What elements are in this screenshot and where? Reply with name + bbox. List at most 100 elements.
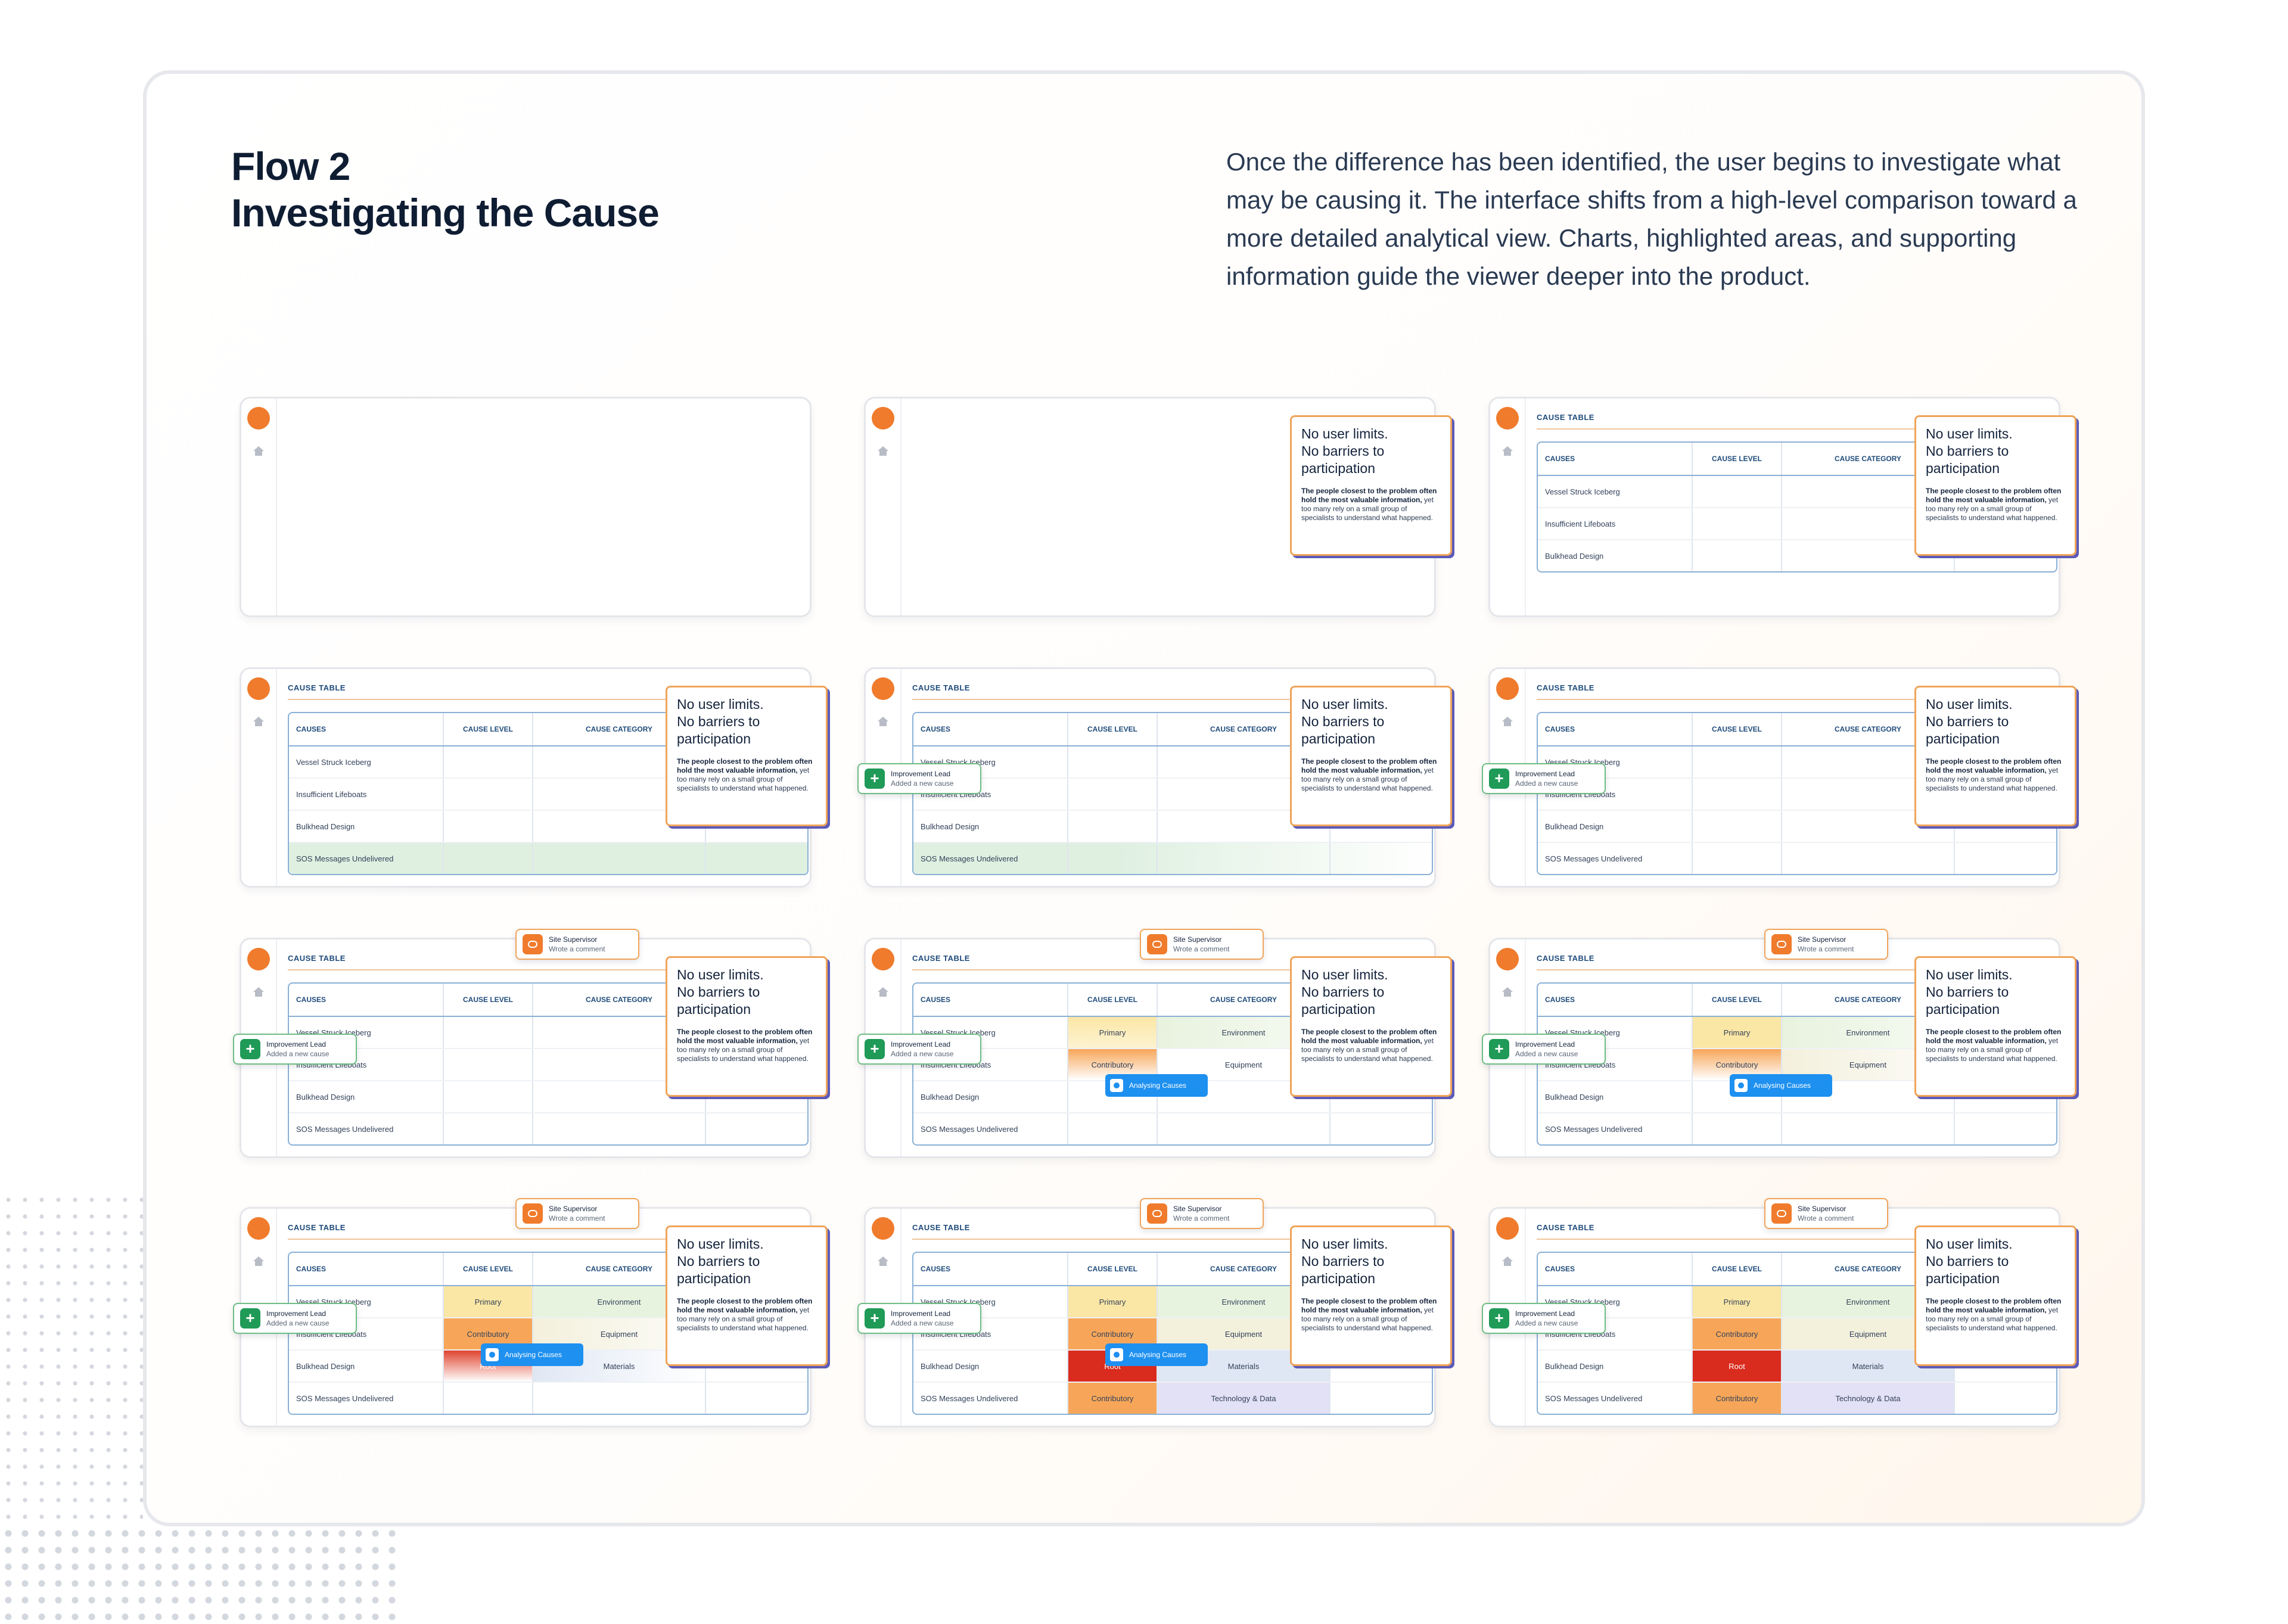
app-logo[interactable] [1496, 948, 1519, 970]
app-logo[interactable] [872, 1217, 894, 1240]
table-row[interactable]: Bulkhead Design [1538, 811, 2056, 843]
cause-cell[interactable]: Bulkhead Design [1538, 540, 1693, 571]
header-cell[interactable]: CAUSES [1538, 443, 1693, 475]
cause-level-cell[interactable] [1068, 811, 1158, 842]
header-cell[interactable]: CAUSES [1538, 984, 1693, 1016]
cause-cell[interactable]: Bulkhead Design [289, 811, 444, 842]
cause-cell[interactable]: Bulkhead Design [913, 811, 1068, 842]
home-icon[interactable] [878, 1256, 888, 1266]
cause-level-cell[interactable]: Primary [444, 1286, 533, 1317]
cause-cell[interactable]: SOS Messages Undelivered [913, 843, 1068, 874]
header-cell[interactable]: CAUSE LEVEL [1068, 713, 1158, 745]
analysing-causes-badge[interactable]: Analysing Causes [1730, 1074, 1832, 1097]
cause-cell[interactable]: SOS Messages Undelivered [1538, 1383, 1693, 1414]
cause-cell[interactable]: Insufficient Lifeboats [289, 779, 444, 810]
table-row[interactable]: SOS Messages Undelivered [1538, 1113, 2056, 1144]
cause-cell[interactable]: SOS Messages Undelivered [1538, 1113, 1693, 1144]
cause-level-cell[interactable] [1693, 1081, 1782, 1112]
cause-level-cell[interactable] [444, 779, 533, 810]
header-cell[interactable]: CAUSE LEVEL [1693, 443, 1782, 475]
cause-cell[interactable]: SOS Messages Undelivered [913, 1113, 1068, 1144]
cause-level-cell[interactable] [1068, 843, 1158, 874]
cause-level-cell[interactable] [1693, 508, 1782, 539]
cause-cell[interactable]: Bulkhead Design [1538, 811, 1693, 842]
header-cell[interactable]: CAUSES [289, 713, 444, 745]
table-row[interactable]: Bulkhead Design [1538, 1081, 2056, 1113]
app-logo[interactable] [1496, 1217, 1519, 1240]
cause-cell[interactable]: Bulkhead Design [913, 1081, 1068, 1112]
app-logo[interactable] [247, 1217, 270, 1240]
table-row[interactable]: Bulkhead Design [913, 1081, 1432, 1113]
cause-category-cell[interactable] [1782, 811, 1955, 842]
home-icon[interactable] [253, 717, 264, 726]
cause-level-cell[interactable]: Contributory [1068, 1383, 1158, 1414]
cause-cell[interactable]: SOS Messages Undelivered [289, 843, 444, 874]
header-cell[interactable]: CAUSE LEVEL [1068, 984, 1158, 1016]
cause-level-cell[interactable] [1693, 476, 1782, 507]
header-cell[interactable]: CAUSE LEVEL [444, 984, 533, 1016]
cause-level-cell[interactable] [1693, 540, 1782, 571]
header-cell[interactable]: CAUSES [913, 713, 1068, 745]
header-cell[interactable]: CAUSES [913, 984, 1068, 1016]
table-row[interactable]: Bulkhead Design [289, 1081, 807, 1113]
cause-cell[interactable]: SOS Messages Undelivered [289, 1383, 444, 1414]
cause-category-cell[interactable] [533, 1081, 706, 1112]
cause-level-cell[interactable] [1068, 1113, 1158, 1144]
cause-category-cell[interactable] [1782, 1113, 1955, 1144]
home-icon[interactable] [878, 717, 888, 726]
home-icon[interactable] [1502, 717, 1513, 726]
app-logo[interactable] [872, 407, 894, 430]
header-cell[interactable]: CAUSE LEVEL [1693, 713, 1782, 745]
cause-level-cell[interactable] [444, 1081, 533, 1112]
home-icon[interactable] [878, 987, 888, 997]
cause-level-cell[interactable] [444, 811, 533, 842]
app-logo[interactable] [872, 948, 894, 970]
cause-category-cell[interactable] [1158, 1081, 1330, 1112]
table-row[interactable]: SOS Messages Undelivered [289, 1113, 807, 1144]
cause-level-cell[interactable]: Primary [1693, 1017, 1782, 1048]
table-row[interactable]: SOS Messages Undelivered [289, 1383, 807, 1414]
cause-category-cell[interactable] [1782, 1081, 1955, 1112]
cause-level-cell[interactable] [1693, 843, 1782, 874]
cause-cell[interactable]: Vessel Struck Iceberg [289, 746, 444, 777]
header-cell[interactable]: CAUSE LEVEL [444, 713, 533, 745]
cause-cell[interactable]: Vessel Struck Iceberg [1538, 476, 1693, 507]
cause-cell[interactable]: Bulkhead Design [913, 1351, 1068, 1382]
table-row[interactable]: SOS Messages Undelivered [913, 843, 1432, 874]
app-logo[interactable] [247, 407, 270, 430]
cause-level-cell[interactable]: Root [1693, 1351, 1782, 1382]
cause-category-cell[interactable] [1158, 843, 1330, 874]
cause-level-cell[interactable] [444, 746, 533, 777]
app-logo[interactable] [1496, 677, 1519, 700]
header-cell[interactable]: CAUSE LEVEL [1693, 984, 1782, 1016]
cause-category-cell[interactable] [1782, 540, 1955, 571]
cause-level-cell[interactable] [1693, 779, 1782, 810]
cause-category-cell[interactable] [1158, 811, 1330, 842]
cause-cell[interactable]: Bulkhead Design [289, 1351, 444, 1382]
table-row[interactable]: Bulkhead Design [289, 811, 807, 843]
table-row[interactable]: Bulkhead Design [913, 811, 1432, 843]
app-logo[interactable] [872, 677, 894, 700]
table-row[interactable]: Bulkhead Design [1538, 540, 2056, 571]
cause-category-cell[interactable] [1782, 843, 1955, 874]
analysing-causes-badge[interactable]: Analysing Causes [1105, 1074, 1208, 1097]
cause-cell[interactable]: SOS Messages Undelivered [913, 1383, 1068, 1414]
cause-cell[interactable]: SOS Messages Undelivered [289, 1113, 444, 1144]
home-icon[interactable] [253, 987, 264, 997]
cause-level-cell[interactable] [444, 1049, 533, 1080]
cause-category-cell[interactable]: Technology & Data [1782, 1383, 1955, 1414]
home-icon[interactable] [1502, 987, 1513, 997]
cause-level-cell[interactable] [444, 1383, 533, 1414]
cause-level-cell[interactable] [1068, 1081, 1158, 1112]
